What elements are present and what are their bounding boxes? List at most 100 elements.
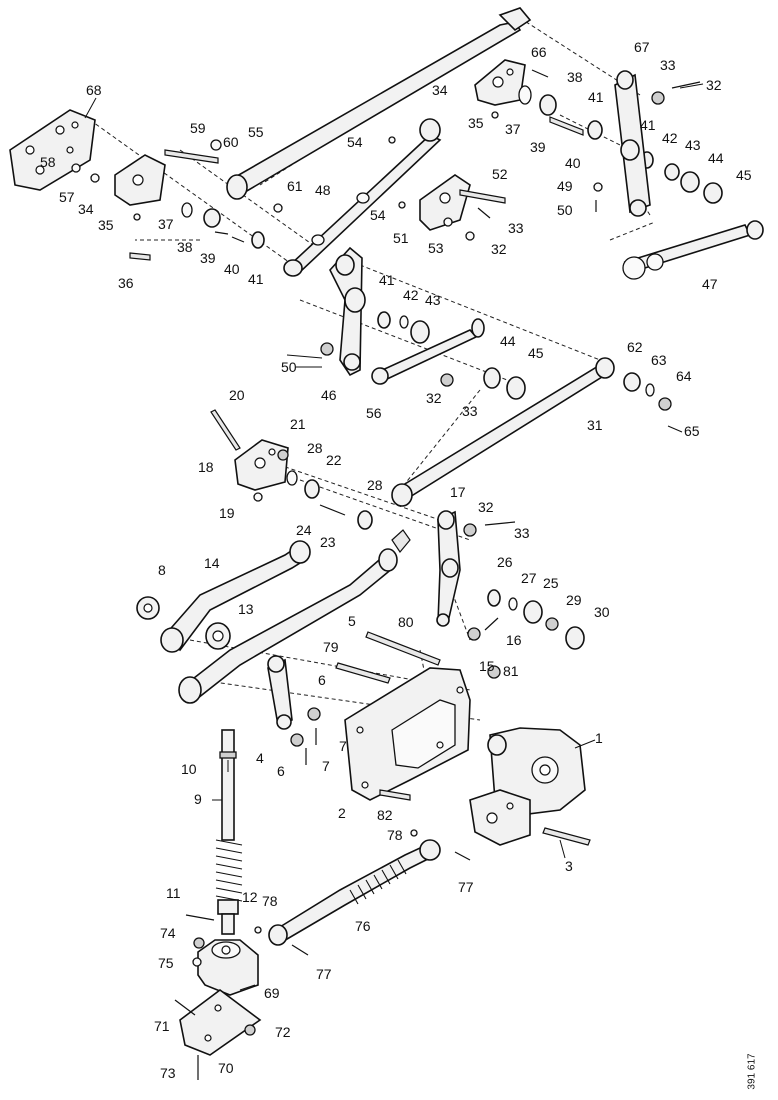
bolts-79-80 — [335, 631, 501, 684]
label-66: 66 — [531, 44, 547, 60]
label-21: 21 — [290, 416, 306, 432]
label-27: 27 — [521, 570, 537, 586]
label-70: 70 — [218, 1060, 234, 1076]
label-34a: 34 — [78, 201, 94, 217]
label-30: 30 — [594, 604, 610, 620]
label-2: 2 — [338, 805, 346, 821]
label-69: 69 — [264, 985, 280, 1001]
label-58: 58 — [40, 154, 56, 170]
label-37b: 37 — [505, 121, 521, 137]
label-14: 14 — [204, 555, 220, 571]
leader-lines — [84, 83, 704, 991]
label-26: 26 — [497, 554, 513, 570]
label-32b: 32 — [491, 241, 507, 257]
bracket-34-right — [474, 59, 526, 106]
link-rod-47 — [622, 220, 764, 280]
label-50a: 50 — [557, 202, 573, 218]
label-56: 56 — [366, 405, 382, 421]
label-42a: 42 — [662, 130, 678, 146]
label-32a: 32 — [706, 77, 722, 93]
label-37a: 37 — [158, 216, 174, 232]
label-28a: 28 — [307, 440, 323, 456]
label-42b: 42 — [403, 287, 419, 303]
lever-46 — [329, 246, 366, 377]
label-55: 55 — [248, 124, 264, 140]
label-76: 76 — [355, 918, 371, 934]
label-81: 81 — [503, 663, 519, 679]
label-39a: 39 — [200, 250, 216, 266]
label-24: 24 — [296, 522, 312, 538]
label-41c: 41 — [640, 117, 656, 133]
label-79: 79 — [323, 639, 339, 655]
label-25: 25 — [543, 575, 559, 591]
part-labels: 68 59 60 55 58 57 34 35 37 38 39 40 41 3… — [40, 39, 752, 1081]
label-28b: 28 — [367, 477, 383, 493]
label-3: 3 — [565, 858, 573, 874]
label-16: 16 — [506, 632, 522, 648]
label-33d: 33 — [514, 525, 530, 541]
bolts-middle — [388, 136, 506, 241]
label-32c: 32 — [426, 390, 442, 406]
label-18: 18 — [198, 459, 214, 475]
label-72: 72 — [275, 1024, 291, 1040]
label-41d: 41 — [379, 272, 395, 288]
label-48: 48 — [315, 182, 331, 198]
label-38b: 38 — [567, 69, 583, 85]
rod-48 — [283, 118, 442, 277]
label-34b: 34 — [432, 82, 448, 98]
label-9: 9 — [194, 791, 202, 807]
bracket-18 — [234, 439, 289, 491]
label-38a: 38 — [177, 239, 193, 255]
label-77a: 77 — [458, 879, 474, 895]
label-60: 60 — [223, 134, 239, 150]
label-67: 67 — [634, 39, 650, 55]
label-12: 12 — [242, 889, 258, 905]
label-20: 20 — [229, 387, 245, 403]
label-43a: 43 — [685, 137, 701, 153]
label-74: 74 — [160, 925, 176, 941]
steering-box-69 — [185, 914, 259, 996]
washers-41-45-mid — [320, 311, 526, 400]
label-36: 36 — [118, 275, 134, 291]
label-41b: 41 — [588, 89, 604, 105]
steering-column-9 — [215, 729, 243, 935]
rod-31 — [391, 357, 672, 507]
label-65: 65 — [684, 423, 700, 439]
label-31: 31 — [587, 417, 603, 433]
label-63: 63 — [651, 352, 667, 368]
label-35a: 35 — [98, 217, 114, 233]
label-6b: 6 — [277, 763, 285, 779]
label-1: 1 — [595, 730, 603, 746]
link-4 — [267, 655, 321, 765]
label-33b: 33 — [508, 220, 524, 236]
label-7b: 7 — [322, 758, 330, 774]
label-73: 73 — [160, 1065, 176, 1081]
washers-left — [71, 139, 283, 249]
parts-18-area — [210, 409, 373, 530]
bracket-34-left — [114, 154, 166, 206]
label-33a: 33 — [660, 57, 676, 73]
drawing-reference-text: 391 617 — [746, 1053, 758, 1090]
bolts-upper-right — [531, 69, 701, 212]
arm-14 — [160, 540, 311, 653]
label-44a: 44 — [708, 150, 724, 166]
label-44b: 44 — [500, 333, 516, 349]
label-75: 75 — [158, 955, 174, 971]
label-45a: 45 — [736, 167, 752, 183]
label-17: 17 — [450, 484, 466, 500]
drawing-reference-number: 391 617 — [747, 1048, 766, 1098]
label-47: 47 — [702, 276, 718, 292]
bolts-upper-left — [129, 149, 245, 261]
arm-5 — [178, 529, 411, 704]
label-78b: 78 — [262, 893, 278, 909]
label-39b: 39 — [530, 139, 546, 155]
label-4: 4 — [256, 750, 264, 766]
label-43b: 43 — [425, 292, 441, 308]
cross-parts — [136, 596, 231, 650]
rod-56 — [371, 318, 485, 385]
label-49: 49 — [557, 178, 573, 194]
bracket-51 — [419, 174, 471, 231]
label-33c: 33 — [462, 403, 478, 419]
lever-17 — [436, 510, 516, 627]
